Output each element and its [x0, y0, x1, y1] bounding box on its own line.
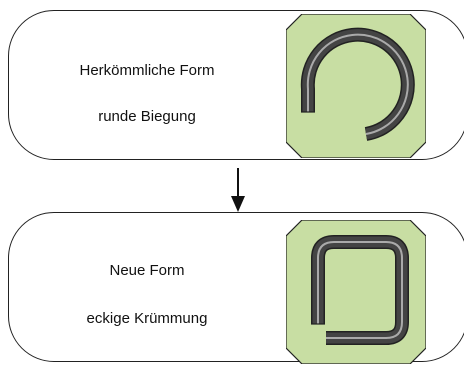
step-subtitle-new: eckige Krümmung: [86, 310, 208, 327]
step-title-conventional: Herkömmliche Form: [79, 62, 215, 79]
step-subtitle-conventional: runde Biegung: [98, 108, 196, 125]
round-bend-illustration: [286, 14, 426, 158]
angular-bend-illustration: [286, 220, 426, 364]
angular-bend-track-stripe: [317, 241, 403, 339]
round-bend-track-stripe: [306, 33, 409, 135]
step-title-new: Neue Form: [109, 262, 185, 279]
flow-arrow: [231, 168, 245, 212]
